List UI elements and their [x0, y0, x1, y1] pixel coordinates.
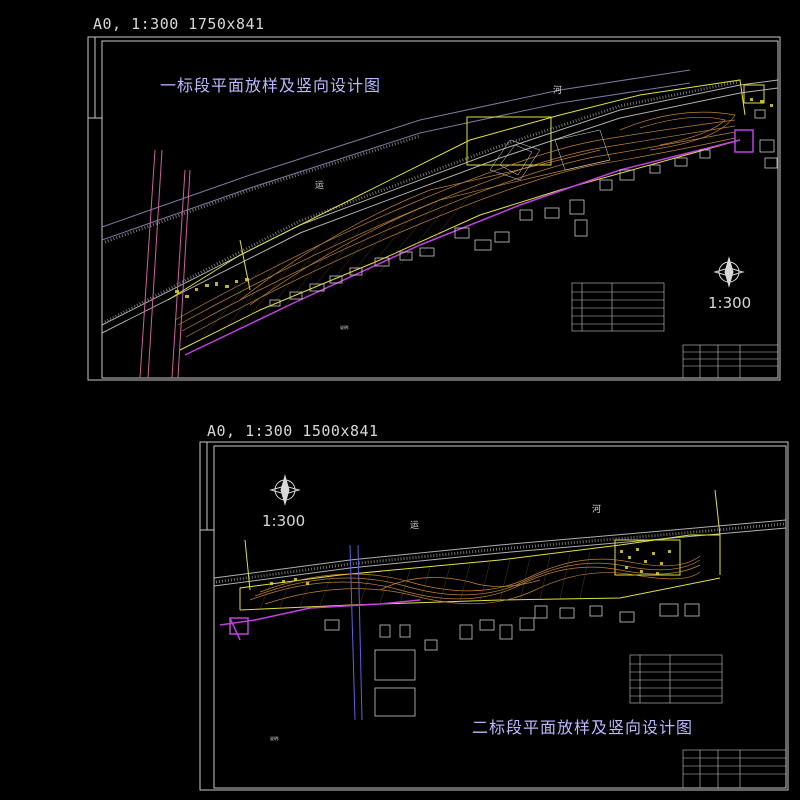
sheet-1-grid-hatch [199, 181, 481, 341]
sheet-2-frame [199, 441, 789, 791]
sheet-2-grid-hatch [259, 551, 591, 609]
sheet-1-canal-band [101, 69, 779, 334]
sheet-2-river-char-2: 运 [410, 521, 420, 531]
sheet-2-size-label: A0, 1:300 1500x841 [207, 422, 379, 440]
sheet-2-detail-clusters [270, 548, 671, 585]
north-arrow-icon [269, 474, 301, 506]
sheet-2-title-block [682, 749, 787, 789]
sheet-1-title-block [682, 344, 779, 379]
sheet-1-title: 一标段平面放样及竖向设计图 [160, 76, 382, 95]
sheet-2-road [349, 544, 363, 721]
sheet-2-river-char-1: 河 [592, 505, 602, 515]
sheet-1-crossing-road [139, 149, 191, 379]
sheet-1-detail-clusters [175, 98, 773, 298]
sheet-1-notes-title: 说明: [340, 325, 350, 330]
sheet-2-title: 二标段平面放样及竖向设计图 [472, 718, 694, 737]
sheet-1-river-char-2: 运 [315, 181, 325, 191]
sheet-1-river-char-1: 河 [553, 86, 563, 96]
sheet-1-size-label: A0, 1:300 1750x841 [93, 15, 265, 33]
sheet-1-plan-outline [167, 79, 765, 351]
sheet-2-buildings [324, 603, 700, 717]
sheet-1-scale: 1:300 [708, 294, 752, 312]
sheet-1-legend-table [571, 282, 665, 332]
sheet-1-plaza [489, 129, 611, 181]
sheet-1-site-boundary [184, 129, 754, 356]
sheet-2-notes-title: 说明: [270, 736, 280, 741]
sheet-2-canal-band [213, 519, 787, 587]
sheet-2-scale: 1:300 [262, 512, 306, 530]
sheet-1-contours [174, 111, 736, 338]
sheet-2-plan-outline [239, 489, 721, 611]
sheet-2-legend-table [629, 654, 723, 704]
sheet-1-frame [87, 36, 781, 381]
north-arrow-icon [713, 256, 745, 288]
sheet-2-contours [249, 555, 701, 605]
sheet-1-buildings [269, 109, 778, 307]
sheet-2-site-boundary [219, 599, 421, 641]
